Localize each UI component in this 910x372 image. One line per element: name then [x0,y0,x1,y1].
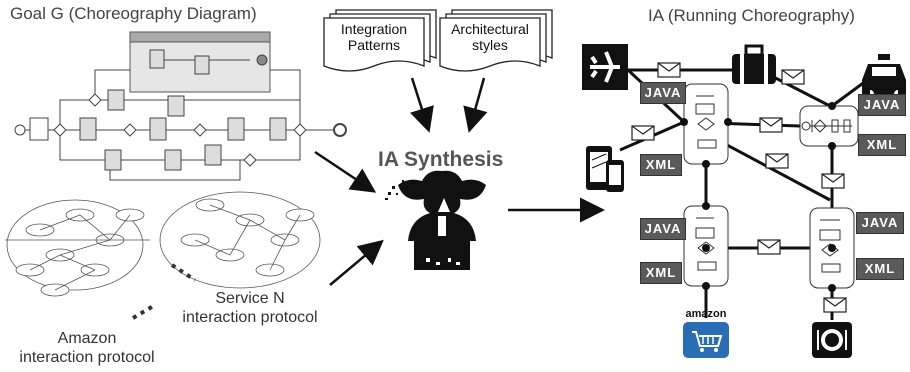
integration-patterns-label: Integration Patterns [324,21,424,53]
integration-patterns-doc [323,9,437,72]
component-box-1 [683,83,729,165]
junction-dots [680,102,836,292]
xml-badge-4: XML [856,258,904,280]
xml-badge-2: XML [858,134,906,156]
service-n-protocol-graph [159,191,321,289]
architectural-label-line1: Architectural [451,21,529,37]
dots-amazon [131,303,157,320]
goal-title: Goal G (Choreography Diagram) [10,4,257,23]
service-n-protocol-label: Service N interaction protocol [165,289,335,327]
taxi-icon [862,54,906,98]
amazon-protocol-label: Amazon interaction protocol [2,329,172,367]
luggage-icon [732,44,776,84]
arrow-from-integration [409,77,434,133]
choreography-diagram [14,31,347,181]
synthesis-label: IA Synthesis [378,148,504,171]
mobile-devices-icon [586,146,624,192]
service-n-line1: Service N [215,290,285,307]
integration-label-line1: Integration [340,21,408,37]
java-badge-2: JAVA [858,94,906,116]
dots-service-n [170,263,197,282]
synthesis-wizard-icon [385,170,486,270]
java-badge-4: JAVA [856,212,904,234]
amazon-line1: Amazon [57,330,117,347]
integration-label-line2: Patterns [347,37,401,53]
architectural-label-line2: styles [472,37,508,53]
amazon-line2: interaction protocol [19,349,155,366]
service-n-line2: interaction protocol [182,309,318,326]
xml-badge-1: XML [640,154,682,176]
ia-title: IA (Running Choreography) [648,6,855,25]
envelope-icons [631,62,847,313]
arrow-from-architectural [463,77,488,133]
arrow-from-goal [314,150,377,193]
restaurant-icon [812,322,852,358]
component-box-2 [799,105,859,147]
java-badge-3: JAVA [640,218,686,240]
arrow-from-protocols [329,239,384,286]
architectural-styles-label: Architectural styles [440,21,540,53]
xml-badge-3: XML [640,262,682,284]
airplane-icon [582,44,628,90]
architectural-styles-doc [439,9,553,72]
java-badge-1: JAVA [640,82,686,104]
amazon-cart-icon [683,322,729,358]
amazon-logo-text: amazon [685,308,727,320]
amazon-protocol-graph [5,199,150,297]
